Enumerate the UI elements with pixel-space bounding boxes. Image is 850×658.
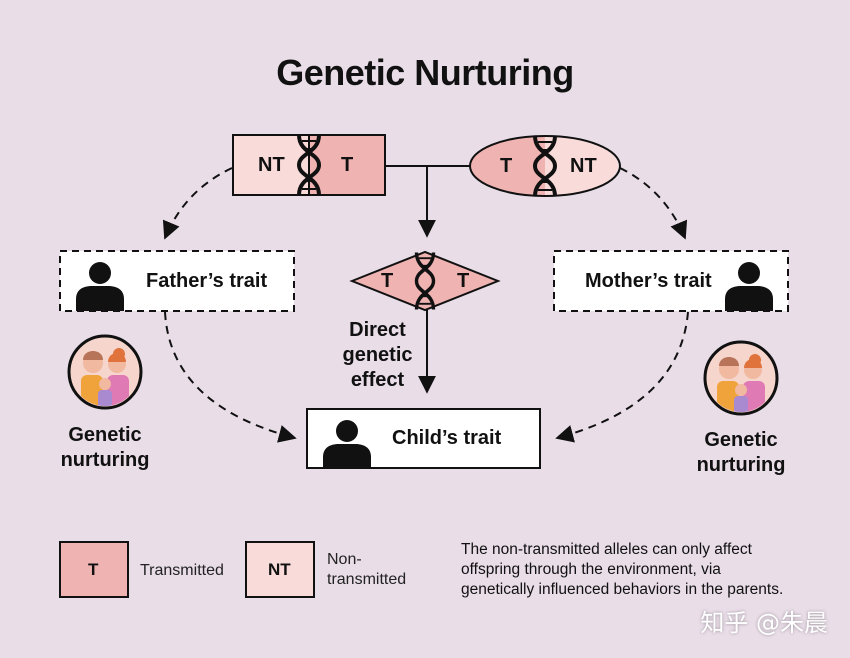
father-genotype-box xyxy=(232,133,386,197)
family-icon xyxy=(67,334,143,410)
child-trait-label: Child’s trait xyxy=(392,427,502,449)
watermark: 知乎 @朱晨 xyxy=(700,609,828,637)
legend-t-box-text: T xyxy=(88,560,99,579)
genetic-nurturing-left-label: Genetic nurturing xyxy=(60,424,150,471)
child-genotype-diamond xyxy=(349,250,501,312)
family-icon xyxy=(703,340,779,416)
dashed-arrows xyxy=(162,167,689,443)
mother-allele-right: NT xyxy=(570,155,597,177)
mother-genotype-ellipse xyxy=(469,134,621,198)
genetic-nurturing-right-label: Genetic nurturing xyxy=(696,429,786,476)
legend-non-transmitted-swatch xyxy=(245,541,315,598)
father-trait-label: Father’s trait xyxy=(146,270,268,292)
legend-transmitted-swatch xyxy=(59,541,129,598)
father-allele-right: T xyxy=(341,154,354,176)
mother-allele-left: T xyxy=(500,155,513,177)
father-trait-box xyxy=(59,250,295,312)
mother-trait-box xyxy=(553,250,789,312)
direct-genetic-effect-label: Direct genetic effect xyxy=(342,319,413,391)
child-allele-right: T xyxy=(457,270,470,292)
page-title: Genetic Nurturing xyxy=(276,52,574,93)
child-trait-box xyxy=(306,408,541,469)
mother-trait-label: Mother’s trait xyxy=(585,270,712,292)
child-allele-left: T xyxy=(381,270,394,292)
legend-nt-box-text: NT xyxy=(268,560,291,579)
footnote: The non-transmitted alleles can only aff… xyxy=(461,541,784,598)
legend-non-transmitted-label: Non- transmitted xyxy=(327,551,407,588)
legend-transmitted-label: Transmitted xyxy=(140,562,224,579)
father-allele-left: NT xyxy=(258,154,285,176)
connector-lines xyxy=(385,165,470,394)
